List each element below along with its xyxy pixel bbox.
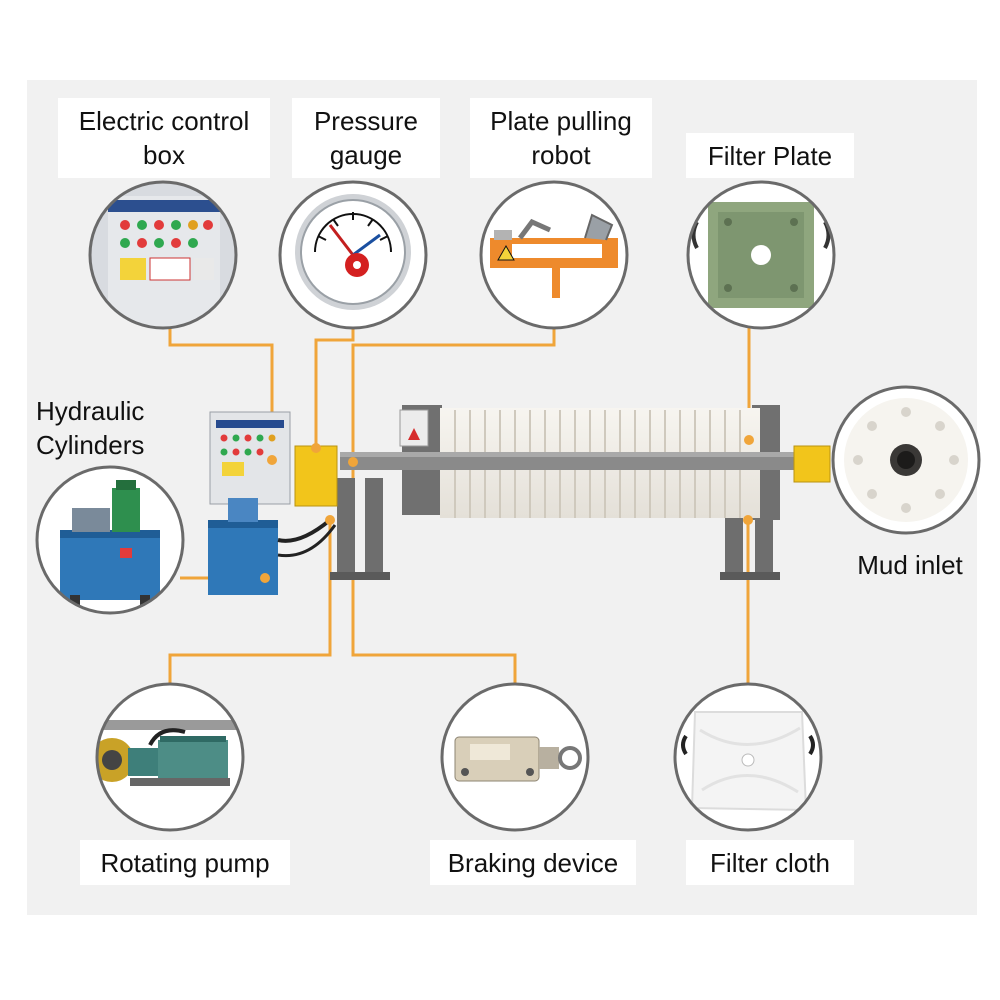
connector-rotating-pump	[168, 520, 332, 685]
braking-device-icon	[440, 682, 590, 832]
label-line: Electric control	[78, 106, 250, 136]
label-braking-device: Braking device	[430, 840, 636, 885]
label-line: Cylinders	[36, 430, 145, 460]
connector-pressure-gauge	[314, 328, 355, 448]
rotating-pump-icon	[95, 682, 245, 832]
filter-cloth-icon	[673, 682, 823, 832]
label-line: Hydraulic	[36, 396, 145, 426]
control-cabinet-icon	[88, 180, 238, 330]
label-pressure-gauge: Pressure gauge	[292, 98, 440, 178]
label-line: box	[143, 140, 185, 170]
hydraulic-station-icon	[35, 465, 185, 615]
plate-pulling-robot-icon	[479, 180, 629, 330]
label-text: Filter cloth	[710, 847, 830, 878]
label-line: gauge	[329, 140, 403, 170]
label-text: Filter Plate	[707, 140, 833, 171]
connector-plate-robot	[351, 328, 556, 462]
label-line: Pressure	[313, 106, 419, 136]
label-hydraulic-cylinders: Hydraulic Cylinders	[30, 392, 170, 464]
mud-inlet-icon	[831, 385, 981, 535]
label-mud-inlet: Mud inlet	[842, 545, 978, 585]
label-text: Mud inlet	[857, 550, 963, 580]
label-filter-cloth: Filter cloth	[686, 840, 854, 885]
label-line: robot	[531, 140, 591, 170]
label-filter-plate: Filter Plate	[686, 133, 854, 178]
pressure-gauge-icon	[278, 180, 428, 330]
label-text: Braking device	[447, 847, 619, 878]
connector-control-box	[168, 325, 274, 460]
filter-press-machine	[208, 405, 831, 595]
label-plate-pulling-robot: Plate pulling robot	[470, 98, 652, 178]
filter-plate-icon	[686, 180, 836, 330]
label-line: Plate pulling	[490, 106, 632, 136]
label-electric-control-box: Electric control box	[58, 98, 270, 178]
label-text: Rotating pump	[100, 847, 270, 878]
label-rotating-pump: Rotating pump	[80, 840, 290, 885]
